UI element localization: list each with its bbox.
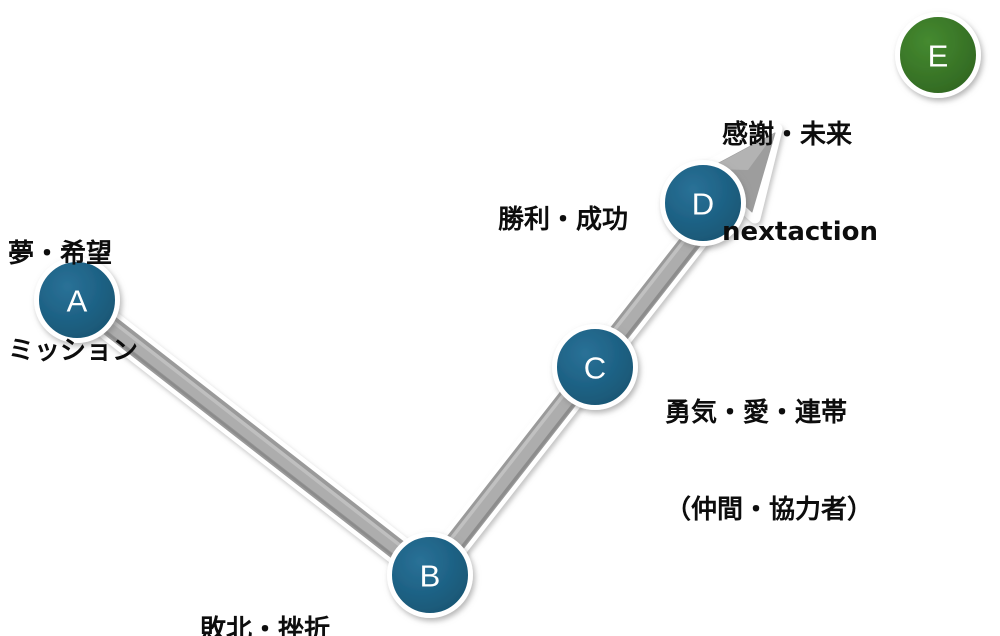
label-b-line-1: 敗北・挫折: [200, 615, 331, 636]
node-b-label: B: [420, 559, 441, 594]
connector-a-to-b: [67, 288, 440, 587]
label-a-line-2: ミッション: [8, 336, 139, 367]
node-b-circle[interactable]: [387, 532, 473, 618]
label-victory-success: 勝利・成功: [498, 140, 628, 301]
node-a[interactable]: A: [34, 257, 120, 343]
label-gratitude-future-nextaction: 感謝・未来 nextaction: [722, 55, 878, 313]
label-a-line-1: 夢・希望: [8, 239, 113, 270]
node-c-label: C: [584, 351, 606, 386]
node-e-circle[interactable]: [895, 12, 981, 98]
label-dream-hope-mission: 夢・希望 ミッション: [8, 174, 138, 432]
node-a-circle[interactable]: [34, 257, 120, 343]
node-a-label: A: [67, 284, 88, 319]
node-d-circle[interactable]: [660, 160, 746, 246]
node-e-label: E: [928, 39, 949, 74]
node-d[interactable]: D: [660, 160, 746, 246]
label-e-line-2: nextaction: [722, 217, 879, 248]
node-c-circle[interactable]: [552, 324, 638, 410]
label-courage-love-solidarity: 勇気・愛・連帯 （仲間・協力者）: [665, 333, 873, 591]
node-d-label: D: [692, 187, 714, 222]
label-c-line-2: （仲間・協力者）: [665, 495, 874, 526]
node-b[interactable]: B: [387, 532, 473, 618]
node-e[interactable]: E: [895, 12, 981, 98]
label-defeat-setback: 敗北・挫折 （強敵）: [200, 550, 330, 636]
label-e-line-1: 感謝・未来: [722, 120, 853, 151]
label-c-line-1: 勇気・愛・連帯: [665, 398, 848, 429]
node-c[interactable]: C: [552, 324, 638, 410]
label-d-line-1: 勝利・成功: [498, 205, 629, 236]
